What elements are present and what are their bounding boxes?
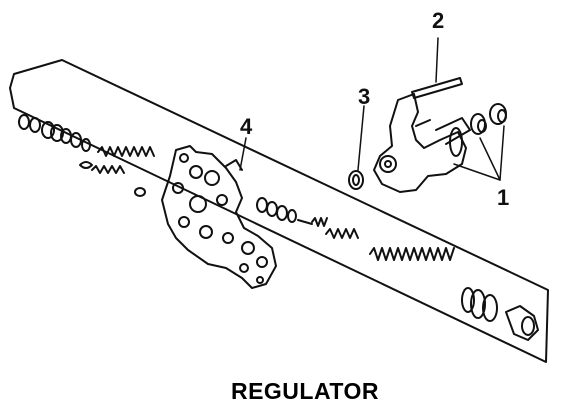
leader-line-1a bbox=[453, 163, 501, 181]
leader-lines bbox=[239, 37, 505, 181]
callout-1: 1 bbox=[497, 185, 509, 210]
assembly-panel-outline bbox=[9, 59, 549, 363]
valve-body bbox=[161, 145, 277, 289]
shift-lever-assembly bbox=[373, 93, 507, 193]
leader-line-3 bbox=[357, 105, 365, 171]
pin bbox=[411, 77, 463, 99]
leader-line-1b bbox=[479, 137, 501, 181]
leader-line-2 bbox=[435, 37, 439, 83]
valve-spring-set-left bbox=[18, 114, 155, 197]
valve-spring-set-right bbox=[256, 197, 539, 341]
leader-line-4 bbox=[239, 137, 247, 171]
callout-3: 3 bbox=[358, 84, 370, 109]
callout-2: 2 bbox=[432, 8, 444, 33]
snap-ring bbox=[348, 170, 364, 190]
diagram-caption: REGULATOR bbox=[231, 378, 379, 404]
leader-line-1c bbox=[499, 125, 505, 181]
callout-4: 4 bbox=[240, 114, 253, 139]
